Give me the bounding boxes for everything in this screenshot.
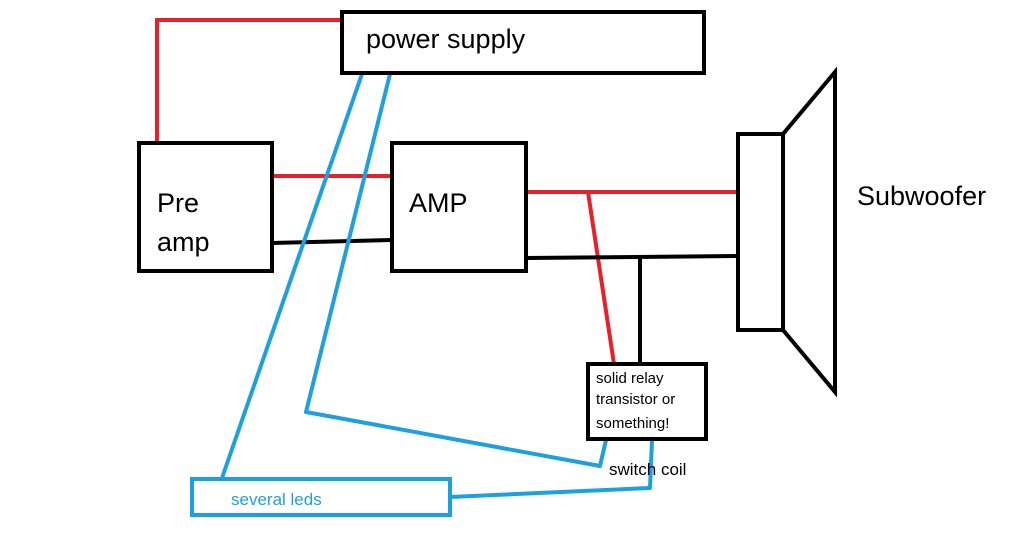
power-supply-box [340,10,706,75]
leds-to-switch-coil-wire [448,438,654,499]
relay-label-line3: something! [596,415,669,432]
relay-label-line1: solid relay [596,370,664,387]
black-wires [270,238,740,366]
subwoofer-symbol [736,66,837,398]
pre-amp-label-line2: amp [157,227,210,257]
subwoofer-label: Subwoofer [857,181,986,211]
amp-box [390,141,528,273]
relay-box [586,362,708,441]
power-to-switch-coil-wire [304,72,608,468]
red-wires [155,18,740,366]
preamp-to-amp-ground-wire [270,238,394,245]
power-to-preamp-wire [155,18,344,145]
pre-amp-label-line1: Pre [157,188,199,218]
pre-amp-box [137,141,274,273]
subwoofer-magnet [736,132,785,332]
amp-label: AMP [409,188,468,218]
relay-label-line2: transistor or [596,391,675,408]
amp-to-subwoofer-negative-wire [524,254,740,260]
power-supply-label: power supply [366,24,526,54]
leds-label: several leds [231,490,322,509]
blue-wires [220,72,654,499]
switch-coil-label: switch coil [609,460,686,479]
leds-box [190,477,452,517]
power-to-leds-wire [220,72,364,480]
amp-to-relay-wire [586,190,616,366]
subwoofer-cone [781,66,837,398]
